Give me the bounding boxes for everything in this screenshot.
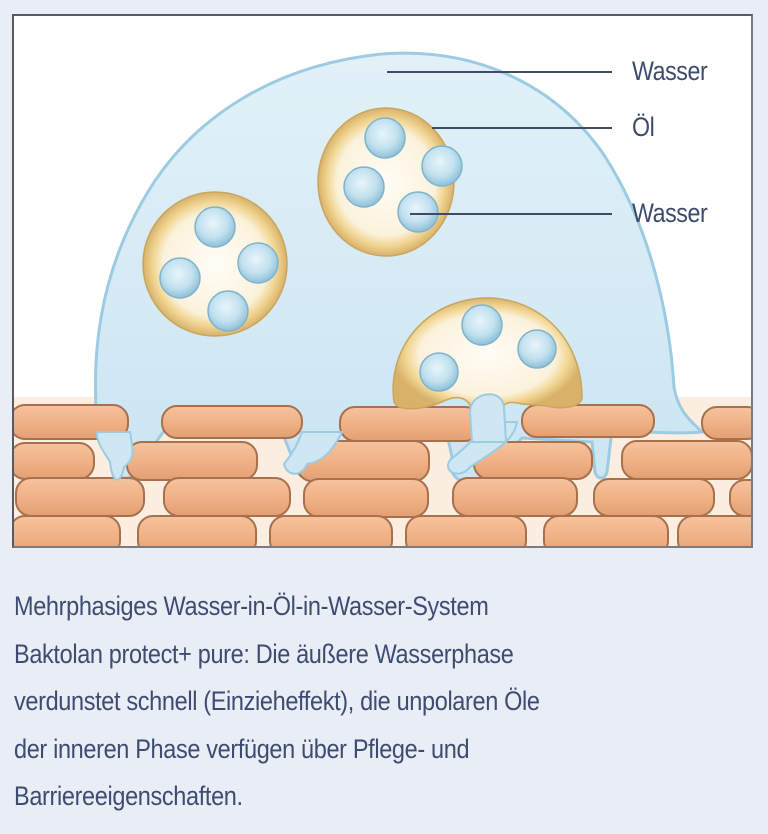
oil-droplet-spreading [392,297,583,443]
skin-cell-row-3 [15,477,751,518]
figure-caption: Mehrphasiges Wasser-in-Öl-in-Wasser-Syst… [14,583,759,821]
skin-emulsion-graphic [14,51,751,546]
caption-line-5: Barriereeigenschaften. [14,781,243,811]
oil-droplet-left [142,191,288,337]
label-oil: Öl [632,112,655,142]
caption-line-3: verdunstet schnell (Einzieheffekt), die … [14,686,540,716]
label-outer-water: Wasser [632,56,708,86]
skin-cell-row-4 [14,515,751,546]
oil-droplet-top [317,107,463,257]
leader-lines [387,71,612,215]
caption-line-4: der inneren Phase verfügen über Pflege- … [14,733,470,764]
label-inner-water: Wasser [632,198,708,228]
caption-line-2: Baktolan protect+ pure: Die äußere Wasse… [14,638,514,669]
emulsion-illustration: Wasser Öl Wasser [12,14,753,548]
caption-line-1: Mehrphasiges Wasser-in-Öl-in-Wasser-Syst… [14,591,489,621]
